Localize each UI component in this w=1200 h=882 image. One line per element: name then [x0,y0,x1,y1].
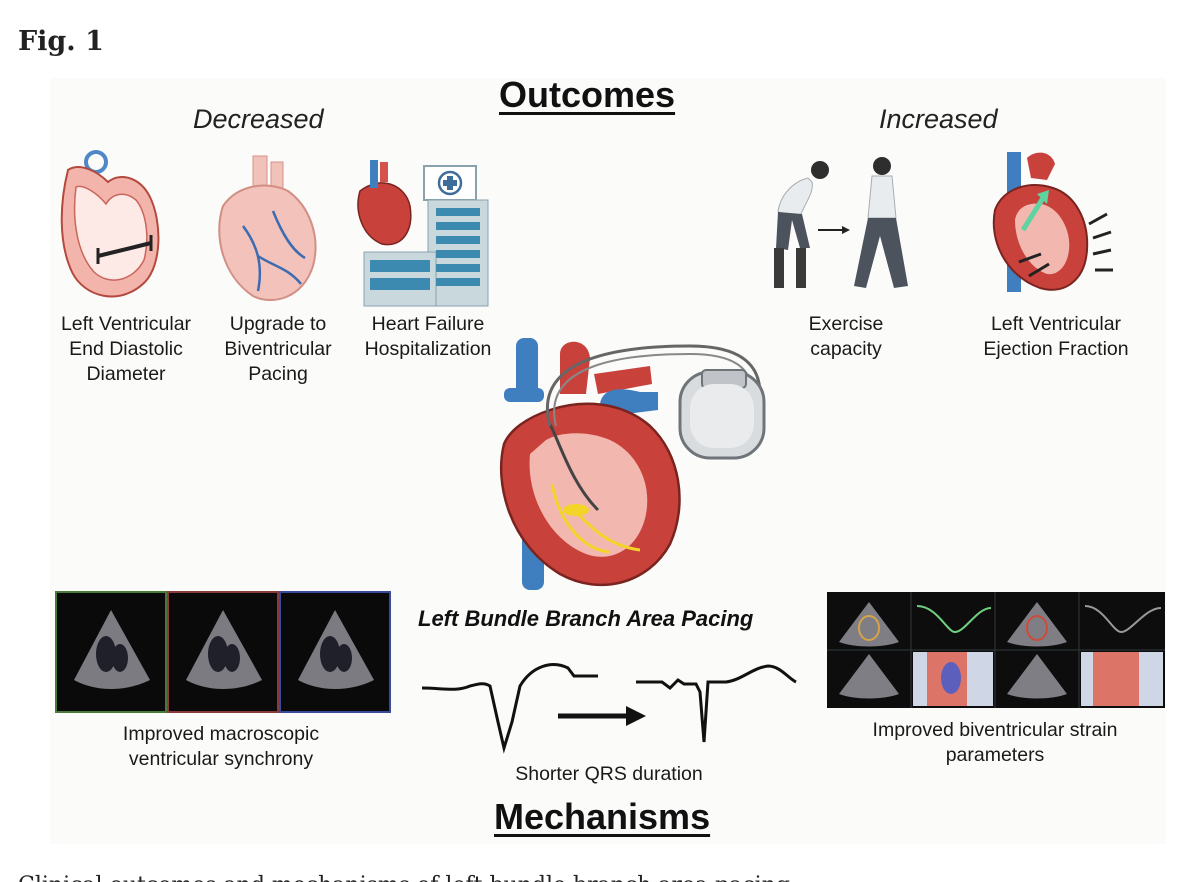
walking-person-icon [774,157,908,288]
echocardiogram-icon [55,591,391,713]
label-ventricular-synchrony: Improved macroscopic ventricular synchro… [122,723,320,770]
label-lv-ejection-fraction: Left Ventricular Ejection Fraction [983,313,1129,360]
heart-vessels-icon [218,155,317,301]
outcomes-heading: Outcomes [499,74,676,115]
centre-title: Left Bundle Branch Area Pacing [418,606,754,631]
dilated-heart-icon [60,150,160,298]
figure-label: Fig. 1 [18,26,104,57]
figure-caption: Clinical outcomes and mechanisms of left… [0,867,1200,882]
label-shorter-qrs: Shorter QRS duration [515,763,703,785]
decreased-title: Decreased [193,104,324,134]
mechanisms-heading: Mechanisms [494,796,711,837]
heart-with-pacemaker-icon [500,338,766,590]
label-exercise-capacity: Exercise capacity [808,313,884,360]
label-biventricular-strain: Improved biventricular strain parameters [872,719,1118,766]
increased-title: Increased [879,104,998,134]
ecg-waveform-icon [421,663,797,754]
hospital-icon [357,160,489,307]
label-heart-failure-hospitalization: Heart Failure Hospitalization [364,313,492,360]
label-lv-end-diastolic-diameter: Left Ventricular End Diastolic Diameter [60,313,192,385]
strain-imaging-icon [827,592,1165,708]
label-upgrade-biventricular: Upgrade to Biventricular Pacing [224,313,332,385]
ejection-heart-icon [992,152,1113,292]
